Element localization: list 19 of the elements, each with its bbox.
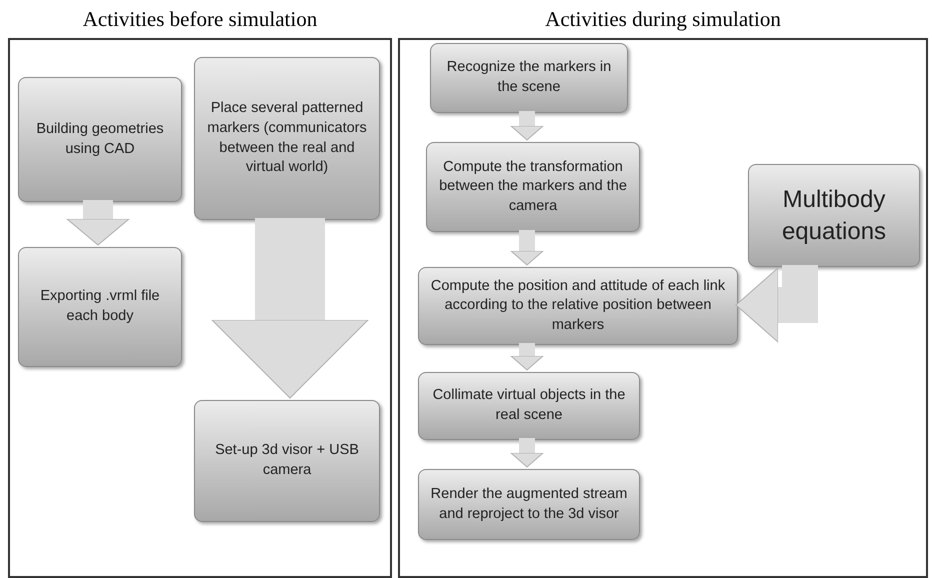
block-arrow xyxy=(510,230,544,266)
process-box: Recognize the markers in the scene xyxy=(430,43,628,113)
block-arrow xyxy=(66,200,130,246)
process-box: Exporting .vrml file each body xyxy=(18,247,182,367)
block-arrow xyxy=(212,218,368,398)
process-box: Multibody equations xyxy=(748,164,920,267)
panel-heading: Activities during simulation xyxy=(544,6,782,33)
process-box: Compute the transformation between the markers and the camera xyxy=(426,142,640,232)
block-arrow xyxy=(736,265,818,342)
process-box: Set-up 3d visor + USB camera xyxy=(194,400,380,522)
process-box: Building geometries using CAD xyxy=(18,77,182,202)
panel-heading: Activities before simulation xyxy=(82,6,318,33)
process-box: Place several patterned markers (communicators between the real and virtual world) xyxy=(194,57,380,220)
process-box: Render the augmented stream and reproject to the 3d visor xyxy=(418,469,640,540)
block-arrow xyxy=(510,343,544,370)
block-arrow xyxy=(510,111,544,140)
process-box: Compute the position and attitude of each link according to the relative position between markers xyxy=(418,267,738,345)
process-box: Collimate virtual objects in the real scene xyxy=(418,372,640,440)
block-arrow xyxy=(510,438,544,468)
